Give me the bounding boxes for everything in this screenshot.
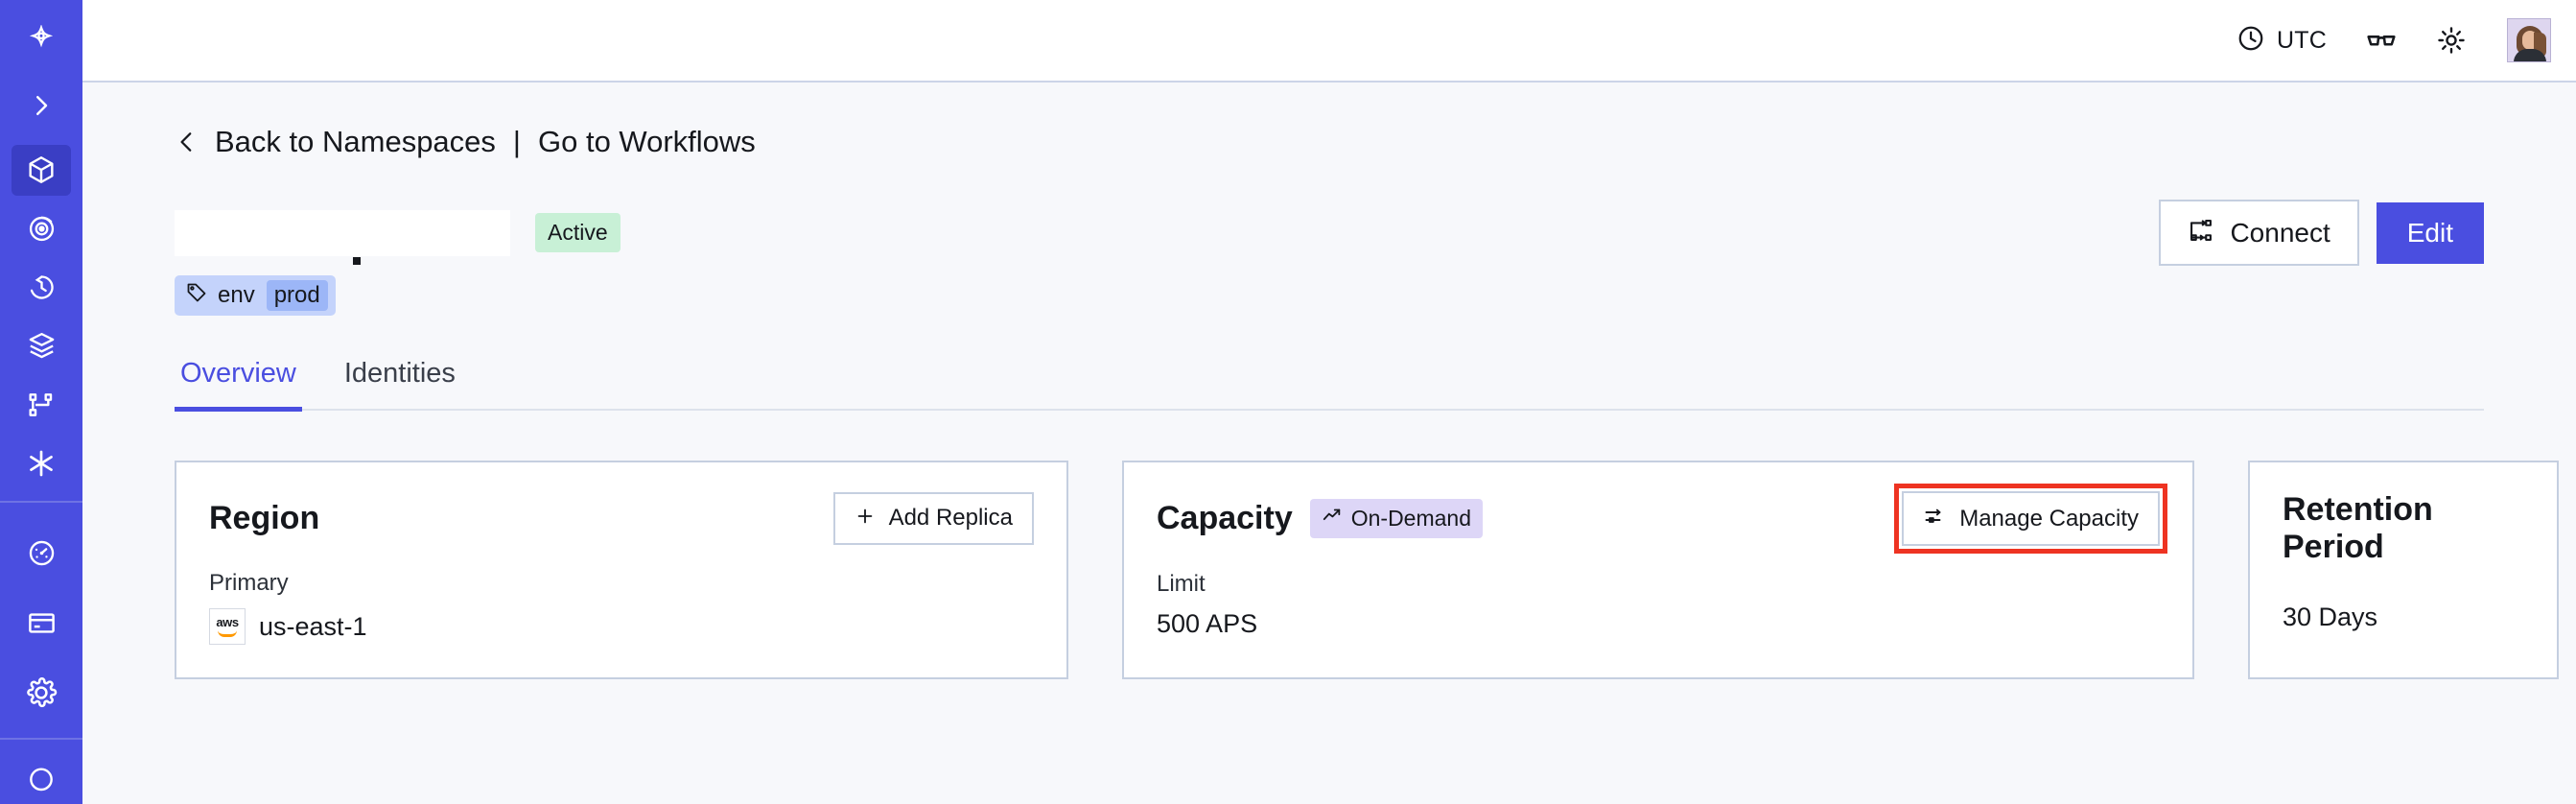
sidebar-item-billing[interactable]	[12, 598, 71, 649]
breadcrumb-back-link[interactable]: Back to Namespaces	[215, 125, 496, 158]
sidebar-item-help-icon[interactable]	[12, 753, 71, 804]
breadcrumb-workflows-link[interactable]: Go to Workflows	[537, 125, 756, 158]
status-badge: Active	[535, 213, 621, 252]
tag-value: prod	[266, 280, 328, 311]
sidebar-item-usage[interactable]	[12, 528, 71, 579]
region-card-title: Region	[209, 499, 320, 536]
sidebar-item-settings[interactable]	[12, 668, 71, 719]
left-sidebar	[0, 0, 82, 804]
capacity-mode-badge: On-Demand	[1309, 499, 1484, 538]
connect-button[interactable]: Connect	[2159, 200, 2359, 266]
sliders-icon	[1923, 505, 1946, 532]
region-value-row: aws us-east-1	[209, 608, 1034, 645]
region-value: us-east-1	[259, 611, 367, 641]
edit-button-label: Edit	[2406, 217, 2453, 248]
sidebar-divider-2	[0, 738, 82, 740]
sidebar-divider-1	[0, 500, 82, 503]
tab-bar: Overview Identities	[175, 358, 2484, 412]
timezone-label: UTC	[2277, 26, 2327, 54]
region-card: Region Add Replica Primary	[175, 461, 1068, 679]
retention-value: 30 Days	[2283, 603, 2378, 631]
header-actions: Connect Edit	[2159, 200, 2484, 266]
add-replica-label: Add Replica	[888, 505, 1013, 531]
aws-logo-text: aws	[216, 615, 239, 629]
sidebar-item-observability[interactable]	[12, 203, 71, 254]
capacity-mode-label: On-Demand	[1350, 505, 1472, 531]
glasses-icon[interactable]	[2365, 24, 2398, 57]
sun-icon[interactable]	[2436, 25, 2467, 56]
timezone-selector[interactable]: UTC	[2236, 24, 2327, 58]
namespace-header-row: Active	[175, 200, 2484, 266]
plus-icon	[855, 506, 876, 532]
main-area: UTC	[82, 0, 2576, 804]
manage-capacity-button[interactable]: Manage Capacity	[1902, 491, 2160, 546]
tag-chip[interactable]: env prod	[175, 275, 336, 316]
top-bar: UTC	[82, 0, 2576, 83]
expand-sidebar-icon[interactable]	[12, 80, 71, 130]
breadcrumb: Back to Namespaces | Go to Workflows	[175, 125, 2484, 159]
capacity-card-title: Capacity	[1157, 500, 1293, 536]
tab-identities[interactable]: Identities	[343, 358, 456, 389]
temporal-logo-icon[interactable]	[12, 15, 71, 66]
manage-capacity-label: Manage Capacity	[1959, 505, 2139, 532]
retention-card-title: Retention Period	[2283, 491, 2433, 565]
tab-overview[interactable]: Overview	[175, 358, 302, 412]
capacity-card-header: Capacity On-Demand	[1157, 491, 2160, 546]
edit-button[interactable]: Edit	[2376, 201, 2484, 264]
page-title	[175, 209, 510, 265]
capacity-card: Capacity On-Demand	[1122, 461, 2194, 679]
breadcrumb-separator: |	[512, 125, 521, 158]
sidebar-item-namespaces[interactable]	[12, 144, 71, 196]
clock-icon	[2236, 24, 2265, 58]
capacity-limit-value: 500 APS	[1157, 609, 1258, 638]
connect-flow-icon	[2188, 217, 2214, 248]
sidebar-item-nexus[interactable]	[12, 438, 71, 489]
tag-key: env	[218, 282, 255, 308]
chevron-left-icon[interactable]	[175, 127, 199, 157]
namespace-tags: env prod	[175, 275, 2484, 316]
sidebar-item-workflows[interactable]	[12, 379, 71, 430]
tag-icon	[185, 281, 208, 311]
region-primary-label: Primary	[209, 570, 289, 596]
sidebar-item-stack[interactable]	[12, 320, 71, 371]
sidebar-item-history[interactable]	[12, 262, 71, 313]
add-replica-button[interactable]: Add Replica	[832, 491, 1034, 545]
aws-logo-icon: aws	[209, 608, 246, 645]
retention-card-header: Retention Period	[2283, 491, 2524, 566]
trending-up-icon	[1322, 505, 1343, 532]
region-card-header: Region Add Replica	[209, 491, 1034, 545]
connect-button-label: Connect	[2230, 217, 2330, 248]
user-avatar[interactable]	[2507, 18, 2551, 62]
retention-card: Retention Period 30 Days	[2248, 461, 2559, 679]
capacity-limit-label: Limit	[1157, 571, 1206, 597]
overview-cards: Region Add Replica Primary	[175, 461, 2559, 679]
page-content: Back to Namespaces | Go to Workflows Act…	[82, 83, 2576, 804]
